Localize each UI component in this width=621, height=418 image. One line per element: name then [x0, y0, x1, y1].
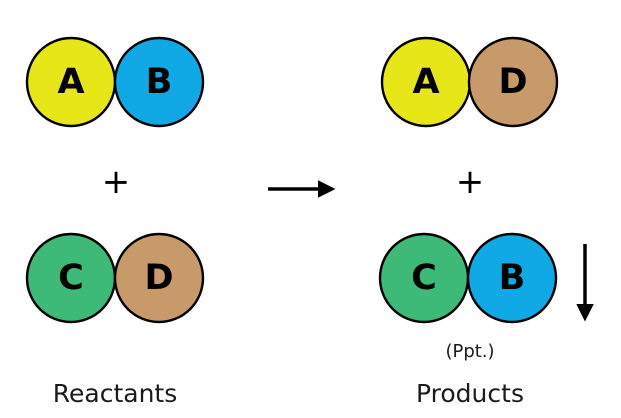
product-label-c: C [411, 258, 437, 298]
reactant-label-d: D [144, 258, 173, 298]
product-ball-b [466, 232, 558, 324]
reactant-label-c: C [58, 258, 84, 298]
reactant-ball-b [113, 36, 205, 128]
reactants-plus-sign: + [102, 162, 131, 202]
reactants-caption: Reactants [53, 379, 178, 408]
product-molecule-cb: C B [378, 232, 558, 324]
product-ball-d [467, 36, 559, 128]
reactant-molecule-cd: C D [25, 232, 205, 324]
product-label-d: D [498, 62, 527, 102]
reactant-molecule-ab: A B [25, 36, 205, 128]
product-label-b: B [499, 258, 526, 298]
reactant-label-a: A [57, 62, 84, 102]
products-plus-sign: + [456, 162, 485, 202]
product-molecule-ad: A D [380, 36, 559, 128]
products-caption: Products [416, 379, 524, 408]
product-label-a: A [412, 62, 439, 102]
precipitate-label: (Ppt.) [445, 341, 494, 362]
reactant-ball-d [113, 232, 205, 324]
reactant-label-b: B [146, 62, 173, 102]
